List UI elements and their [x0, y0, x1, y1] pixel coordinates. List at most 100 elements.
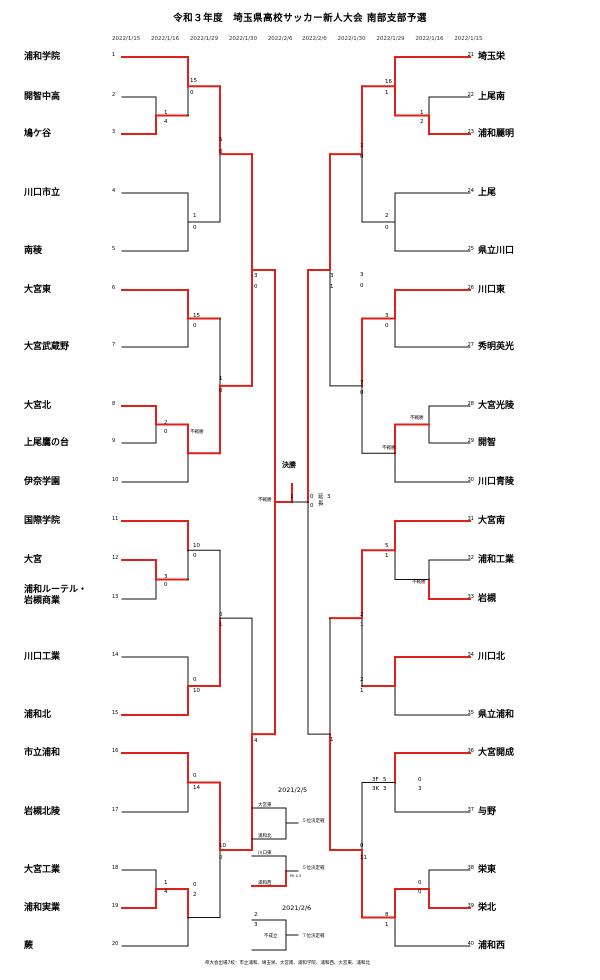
date-label: 2022/1/15 [112, 36, 141, 42]
seed-number: 28 [467, 401, 474, 407]
forfeit-note: 不戦勝 [412, 580, 426, 585]
team-name: 大宮工業 [24, 865, 61, 875]
match-score: 0 [385, 225, 389, 231]
team-name: 鳩ケ谷 [24, 129, 52, 139]
seed-number: 6 [112, 285, 116, 291]
seed-number: 31 [467, 516, 474, 522]
date-label: 2022/1/29 [189, 36, 219, 42]
match-score: 0 [193, 225, 197, 231]
match-score: 1 [164, 880, 168, 886]
seed-number: 18 [112, 865, 119, 871]
match-score: 1 [219, 622, 223, 628]
date-label: 2022/2/6 [302, 36, 327, 42]
seed-number: 33 [467, 594, 474, 600]
round-dates-right: 2022/2/6 2022/1/30 2022/1/29 2022/1/16 2… [302, 36, 492, 42]
seed-number: 1 [112, 52, 116, 58]
date-label: 2022/1/30 [337, 36, 366, 42]
team-name: 県立川口 [478, 246, 515, 256]
seed-number: 36 [467, 748, 474, 754]
team-name-line: 浦和ルーテル・ [24, 585, 88, 595]
seed-number: 5 [112, 246, 116, 252]
match-score: 10 [193, 543, 200, 549]
seed-number: 20 [112, 941, 119, 947]
team-name: 栄東 [478, 865, 497, 875]
seed-number: 19 [112, 903, 119, 909]
match-score: 1 [164, 110, 168, 116]
team-name: 埼玉栄 [478, 52, 506, 62]
match-score: 1 [193, 213, 197, 219]
match-score: 0 [193, 677, 197, 683]
placement-date: 2021/2/6 [282, 904, 312, 912]
match-score: 0 [219, 149, 223, 155]
match-score: 1 [330, 284, 334, 290]
date-label: 2022/1/15 [454, 36, 483, 42]
match-score: 16 [385, 79, 392, 85]
team-name: 秀明英光 [478, 342, 515, 352]
seed-number: 37 [467, 807, 474, 813]
forfeit-note: 不戦勝 [258, 498, 272, 503]
forfeit-note: 不戦勝 [190, 430, 204, 435]
placement-team: 浦和西 [258, 881, 272, 886]
team-name: 大宮北 [24, 401, 52, 411]
match-score: 5 [383, 777, 387, 783]
match-score: 14 [193, 785, 200, 791]
team-name: 上尾 [478, 188, 497, 198]
match-score: 3 [254, 273, 258, 279]
match-score: 2 [254, 912, 258, 918]
seed-number: 27 [467, 342, 474, 348]
match-score: 3 [330, 273, 334, 279]
seed-number: 38 [467, 865, 474, 871]
seed-number: 34 [467, 652, 474, 658]
team-name: 浦和北 [24, 710, 52, 720]
match-score: 3K [372, 786, 380, 792]
match-score: 0 [385, 323, 389, 329]
match-score: 0 [360, 390, 364, 396]
match-score: 2 [420, 119, 424, 125]
match-score: 2 [164, 420, 168, 426]
team-name: 大宮南 [478, 516, 506, 526]
match-score: 0 [360, 154, 364, 160]
placement-label: ５位決定戦 [302, 819, 325, 824]
match-score: 4 [164, 889, 168, 895]
footer-note: 県大会出場7校：市立浦和、埼玉栄、大宮南、浦和学院、浦和西、大宮東、浦和北 [205, 961, 370, 966]
seed-number: 4 [112, 188, 116, 194]
seed-number: 29 [467, 438, 474, 444]
team-name: 上尾南 [478, 92, 506, 102]
placement-label: ７位決定戦 [302, 934, 325, 939]
match-score: 4 [164, 119, 168, 125]
placement-team: 浦和北 [258, 834, 272, 839]
seed-number: 24 [467, 188, 474, 194]
match-score: 8 [385, 912, 389, 918]
seed-number: 14 [112, 652, 119, 658]
seed-number: 15 [112, 710, 119, 716]
match-score: 11 [360, 855, 367, 861]
team-name: 浦和工業 [478, 555, 515, 565]
seed-number: 13 [112, 594, 119, 600]
match-score: 1 [385, 90, 389, 96]
match-score: 2 [360, 677, 364, 683]
team-name: 南稜 [24, 246, 43, 256]
match-score: 0 [164, 429, 168, 435]
match-score: 0 [219, 612, 223, 618]
final-score-left: 1 [290, 494, 294, 500]
match-score: 0 [193, 882, 197, 888]
seed-number: 22 [467, 92, 474, 98]
team-name: 大宮 [24, 555, 43, 565]
match-score: 0 [254, 284, 258, 290]
team-name: 伊奈学園 [24, 477, 61, 487]
match-score: 3 [385, 313, 389, 319]
match-score: 1 [385, 922, 389, 928]
seed-number: 21 [467, 52, 474, 58]
seed-number: 7 [112, 342, 116, 348]
match-score: 2 [360, 612, 364, 618]
match-score: 2 [385, 213, 389, 219]
team-name: 大宮光陵 [478, 401, 515, 411]
seed-number: 26 [467, 285, 474, 291]
seed-number: 30 [467, 477, 474, 483]
placement-team: 大宮東 [258, 803, 272, 808]
match-score: 10 [219, 843, 226, 849]
match-score: 0 [360, 283, 364, 289]
team-name: 岩槻 [478, 594, 497, 604]
match-score: 1 [360, 143, 364, 149]
seed-number: 23 [467, 129, 474, 135]
